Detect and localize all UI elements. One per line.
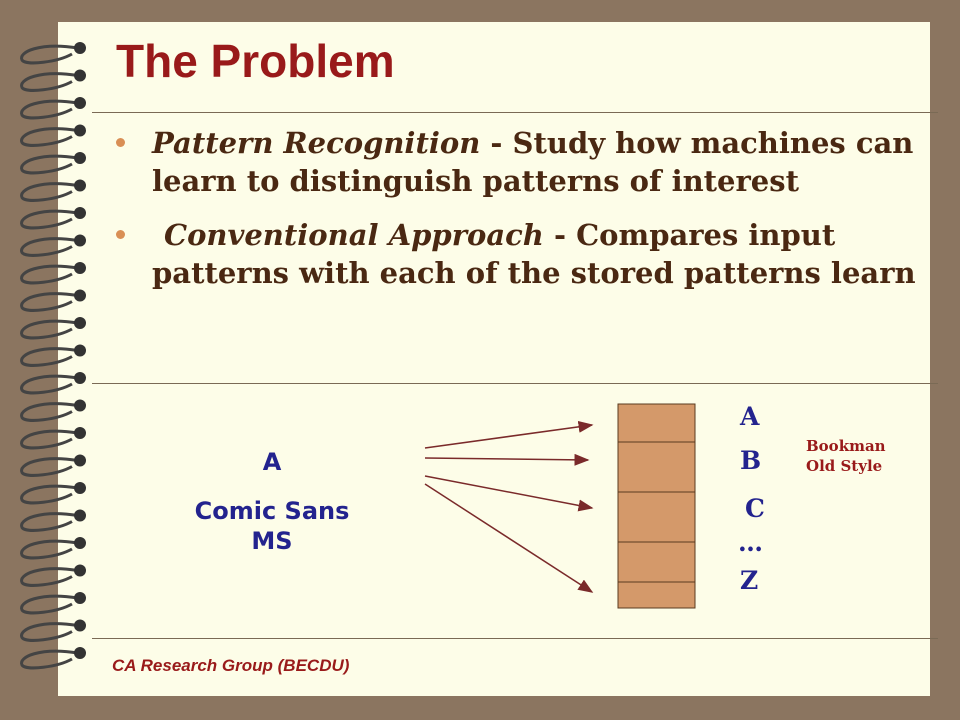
binding-hole: [74, 537, 86, 549]
binding-hole: [74, 42, 86, 54]
binding-ring: [20, 484, 79, 505]
binding-ring: [20, 99, 79, 120]
binding-hole: [74, 69, 86, 82]
footer-text: CA Research Group (BECDU): [112, 656, 350, 675]
binding-ring: [20, 594, 79, 615]
binding-hole: [74, 97, 86, 109]
content-divider: [92, 383, 938, 384]
spiral-binding: [20, 42, 86, 670]
bullet-text: - Study how machines can learn to distin…: [152, 126, 914, 198]
input-letter: A: [262, 448, 282, 476]
binding-hole: [74, 152, 86, 164]
binding-ring: [20, 264, 79, 285]
binding-hole: [74, 509, 86, 522]
binding-ring: [20, 347, 79, 367]
binding-hole: [74, 124, 86, 137]
stored-font-label-line: Old Style: [806, 457, 883, 475]
binding-ring: [20, 127, 79, 147]
binding-hole: [74, 289, 86, 302]
bullet-text: - Compares input patterns with each of t…: [152, 218, 916, 290]
binding-ring: [20, 44, 79, 65]
bullet-term: Conventional Approach: [164, 218, 544, 252]
stored-letter: Z: [740, 566, 759, 595]
stored-letter: …: [738, 528, 763, 557]
bullet-list: Pattern Recognition - Study how machines…: [116, 124, 926, 308]
binding-ring: [20, 72, 79, 92]
binding-hole: [74, 427, 86, 439]
stored-font-label-line: Bookman: [806, 437, 886, 455]
bullet-dot-icon: [116, 138, 125, 147]
binding-ring: [20, 237, 79, 257]
binding-hole: [74, 454, 86, 467]
bullet-term: Pattern Recognition: [152, 126, 481, 160]
bullet-item: Pattern Recognition - Study how machines…: [116, 124, 926, 200]
binding-hole: [74, 592, 86, 604]
input-font-label: Comic Sans MS: [194, 497, 350, 555]
binding-ring: [20, 402, 79, 422]
page-title: The Problem: [116, 35, 395, 87]
stored-letter: C: [745, 494, 765, 523]
stored-letter: B: [740, 446, 762, 475]
binding-hole: [74, 262, 86, 274]
binding-ring: [20, 622, 79, 642]
stored-font-label: Bookman Old Style: [806, 436, 886, 476]
bullet-item: Conventional Approach - Compares input p…: [116, 216, 926, 292]
binding-hole: [74, 372, 86, 384]
binding-ring: [20, 512, 79, 532]
binding-hole: [74, 482, 86, 494]
binding-ring: [20, 319, 79, 340]
binding-hole: [74, 564, 86, 577]
binding-hole: [74, 179, 86, 192]
binding-ring: [20, 292, 79, 312]
binding-ring: [20, 182, 79, 202]
footer-divider: [92, 638, 938, 639]
binding-ring: [20, 567, 79, 587]
stored-letter: A: [740, 402, 760, 431]
binding-hole: [74, 344, 86, 357]
binding-ring: [20, 374, 79, 395]
bullet-dot-icon: [116, 230, 125, 239]
binding-hole: [74, 207, 86, 219]
binding-ring: [20, 457, 79, 477]
binding-ring: [20, 154, 79, 175]
binding-ring: [20, 429, 79, 450]
binding-hole: [74, 399, 86, 412]
title-divider: [92, 112, 938, 113]
binding-hole: [74, 234, 86, 247]
binding-hole: [74, 619, 86, 632]
binding-hole: [74, 317, 86, 329]
binding-ring: [20, 539, 79, 560]
binding-ring: [20, 649, 79, 670]
binding-ring: [20, 209, 79, 230]
binding-hole: [74, 647, 86, 659]
